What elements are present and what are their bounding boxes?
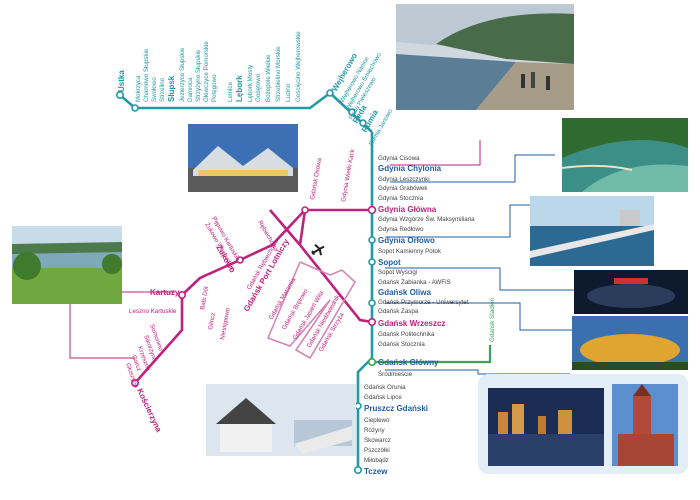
station-godetowo: Godętowo <box>255 73 262 102</box>
station-strzyzyno: Strzyżyno Słupskie <box>195 49 202 102</box>
station-gdansk-orunia: Gdańsk Orunia <box>364 384 406 391</box>
station-pszczolki: Pszczółki <box>364 447 390 454</box>
station-gdansk-glowny: Gdańsk Główny <box>378 358 439 367</box>
station-gdansk-politechnika: Gdańsk Politechnika <box>378 331 435 338</box>
station-charnowo: Charnowo Słupskie <box>143 48 150 102</box>
station-gdansk-zabianka: Gdańsk Żabianka - AWFiS <box>378 279 451 286</box>
station-gdansk-lipce: Gdańsk Lipce <box>364 394 402 401</box>
station-bozepole: Bożepole Wielkie <box>265 54 272 102</box>
station-luzino: Luzino <box>285 83 292 102</box>
lake-shore-photo <box>12 226 122 304</box>
station-gdynia-chylonia: Gdynia Chylonia <box>378 164 442 173</box>
houses-train-photo <box>206 384 356 456</box>
station-rozyny: Różyny <box>364 427 386 434</box>
airplane-icon <box>311 244 325 256</box>
station-gdansk-wrzeszcz: Gdańsk Wrzeszcz <box>378 319 445 328</box>
pink-line <box>266 261 357 360</box>
station-gdansk-oliwa: Gdańsk Oliwa <box>378 288 431 297</box>
station-gdansk-zaspa: Gdańsk Zaspa <box>378 308 419 315</box>
station-dots <box>116 89 377 474</box>
station-gdynia-orlowo: Gdynia Orłowo <box>378 236 435 245</box>
station-gdansk-stocznia: Gdańsk Stocznia <box>378 341 425 348</box>
station-gdynia-wzgorze: Gdynia Wzgórze Św. Maksymiliana <box>378 215 475 223</box>
station-pruszcz: Pruszcz Gdański <box>364 404 428 413</box>
station-ustka: Ustka <box>117 70 126 92</box>
ergo-arena-photo <box>574 270 688 314</box>
magenta-line <box>134 208 373 384</box>
station-gdynia-leszczynki: Gdynia Leszczynki <box>378 176 430 183</box>
station-borkowo: Babi Dół <box>199 285 210 310</box>
station-glincz: Glincz <box>207 312 217 330</box>
station-leszno: Leszno Kartuskie <box>129 308 177 315</box>
station-gdansk-osowa: Gdańsk Osowa <box>309 157 323 200</box>
station-gdynia-cisowa: Gdynia Cisowa <box>378 155 420 162</box>
station-tczew: Tczew <box>364 467 388 476</box>
station-potegowo: Potęgowo <box>211 74 218 102</box>
gdansk-oldtown-panel <box>478 374 688 474</box>
station-gdynia-glowna: Gdynia Główna <box>378 205 437 214</box>
station-sopot-kamienny: Sopot Kamienny Potok <box>378 248 442 255</box>
station-cieplewo: Cieplewo <box>364 417 390 424</box>
station-letnice: Letnice <box>227 81 234 102</box>
station-bierzno: Jezierzyce Słupskie <box>179 47 186 102</box>
station-lebork-mosty: Lębork Mosty <box>247 64 254 102</box>
station-milobadz: Miłobądz <box>364 457 389 464</box>
station-damnica: Damnica <box>187 77 194 102</box>
station-strzelino: Strzelino <box>159 77 166 102</box>
station-swolowo: Swołowo <box>151 77 158 102</box>
station-gdynia-karwiny: Gdynia Wielki Kack <box>340 148 356 203</box>
green-link <box>372 345 492 364</box>
station-gosciecino: Gościęcino Wejherowskie <box>295 31 302 102</box>
station-strzebielino: Strzebielino Morskie <box>275 46 282 102</box>
station-sopot: Sopot <box>378 258 401 267</box>
station-gdynia-redlowo: Gdynia Redłowo <box>378 226 424 233</box>
station-gdynia-grabowek: Gdynia Grabówek <box>378 185 428 192</box>
station-babi-dol: Niestępowo <box>219 307 232 341</box>
coast-promenade-photo <box>396 4 574 110</box>
station-sopot-wyscigi: Sopot Wyścigi <box>378 269 417 276</box>
station-lebork: Lębork <box>235 75 244 102</box>
station-skowarcz: Skowarcz <box>364 437 391 444</box>
cliff-coast-photo <box>562 118 688 192</box>
station-gdansk-przymorze: Gdańsk Przymorze - Uniwersytet <box>378 299 469 306</box>
station-gdansk-stadion: Gdańsk Stadion <box>489 297 496 342</box>
station-glowczyce: Główczyce Pomorskie <box>203 41 210 102</box>
station-gdynia-stocznia: Gdynia Stocznia <box>378 195 424 202</box>
sopot-pier-photo <box>530 196 654 266</box>
station-koscierzyna: Kościerzyna <box>135 387 163 434</box>
airport-terminal-photo <box>188 124 298 192</box>
station-kartuzy: Kartuzy <box>150 288 180 297</box>
station-srodmiescie: Śródmieście <box>378 370 413 378</box>
station-slupsk: Słupsk <box>167 75 176 102</box>
station-mokrzyca: Mokrzyca <box>135 75 142 102</box>
stadium-photo <box>572 316 688 370</box>
